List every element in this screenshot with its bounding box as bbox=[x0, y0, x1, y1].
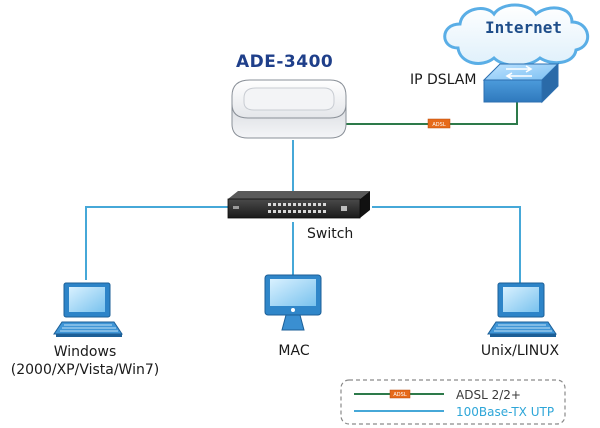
computer-icon-unix bbox=[487, 282, 557, 337]
dslam-label: IP DSLAM bbox=[410, 72, 477, 88]
mac-label: MAC bbox=[278, 343, 310, 359]
adsl-tag: ADSL bbox=[427, 118, 451, 129]
unix-label: Unix/LINUX bbox=[480, 343, 560, 359]
device-title: ADE-3400 bbox=[236, 52, 334, 72]
legend-adsl-label: ADSL 2/2+ bbox=[456, 388, 521, 402]
legend-adsl-tag: ADSL bbox=[393, 392, 406, 398]
switch-icon bbox=[227, 191, 370, 219]
dslam-icon bbox=[482, 62, 560, 104]
switch-windows-link bbox=[85, 206, 230, 280]
legend: ADSL bbox=[340, 379, 566, 425]
windows-pc-label: Windows (2000/XP/Vista/Win7) bbox=[0, 343, 170, 379]
switch-unix-link bbox=[372, 206, 521, 283]
adsl-tag-label: ADSL bbox=[432, 122, 445, 128]
utp-links bbox=[85, 140, 521, 283]
legend-utp-label: 100Base-TX UTP bbox=[456, 405, 555, 419]
adsl-link bbox=[340, 102, 518, 125]
windows-label-line1: Windows bbox=[53, 344, 117, 360]
internet-label: Internet bbox=[485, 18, 563, 37]
imac-icon bbox=[264, 274, 322, 331]
computer-icon-windows bbox=[53, 282, 123, 337]
switch-label: Switch bbox=[307, 226, 354, 242]
router-icon bbox=[231, 79, 347, 139]
windows-label-line2: (2000/XP/Vista/Win7) bbox=[10, 362, 160, 378]
